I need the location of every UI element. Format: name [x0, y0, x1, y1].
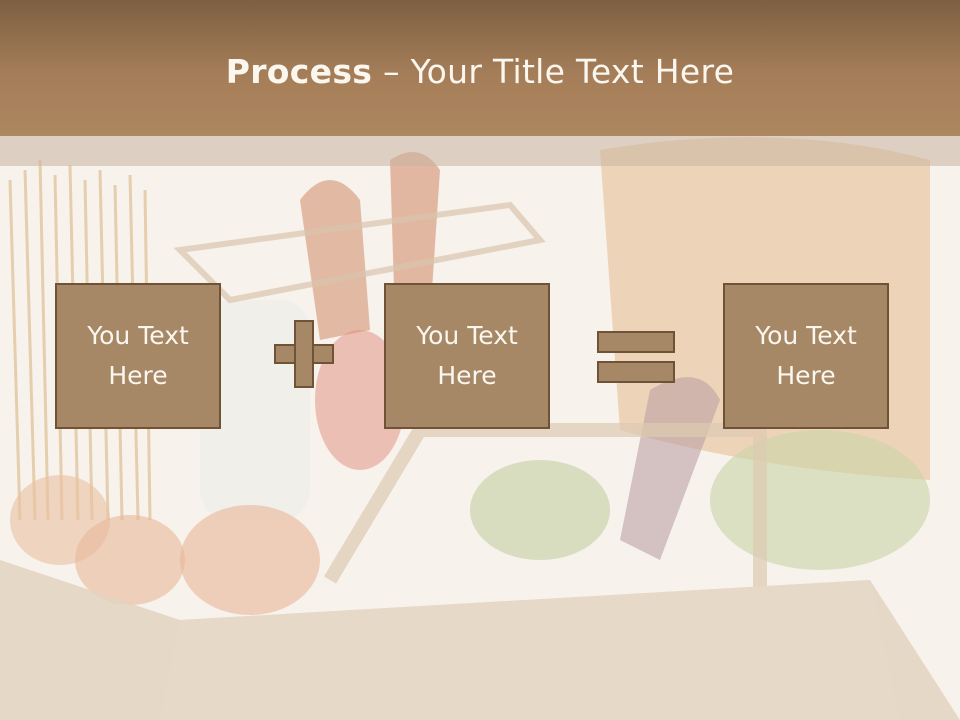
box-3-line-1: You Text — [755, 321, 857, 350]
equals-icon — [597, 331, 675, 383]
box-2-line-1: You Text — [416, 321, 518, 350]
box-2-line-2: Here — [437, 361, 497, 390]
title-rest-text: – Your Title Text Here — [372, 52, 735, 91]
plus-icon — [274, 320, 334, 388]
box-3-line-2: Here — [776, 361, 836, 390]
title-accent-strip — [0, 136, 960, 166]
box-1-line-2: Here — [108, 361, 168, 390]
box-1-line-1: You Text — [87, 321, 189, 350]
title-bold-text: Process — [225, 52, 373, 91]
slide-title: Process – Your Title Text Here — [0, 52, 960, 91]
title-bar — [0, 0, 960, 136]
